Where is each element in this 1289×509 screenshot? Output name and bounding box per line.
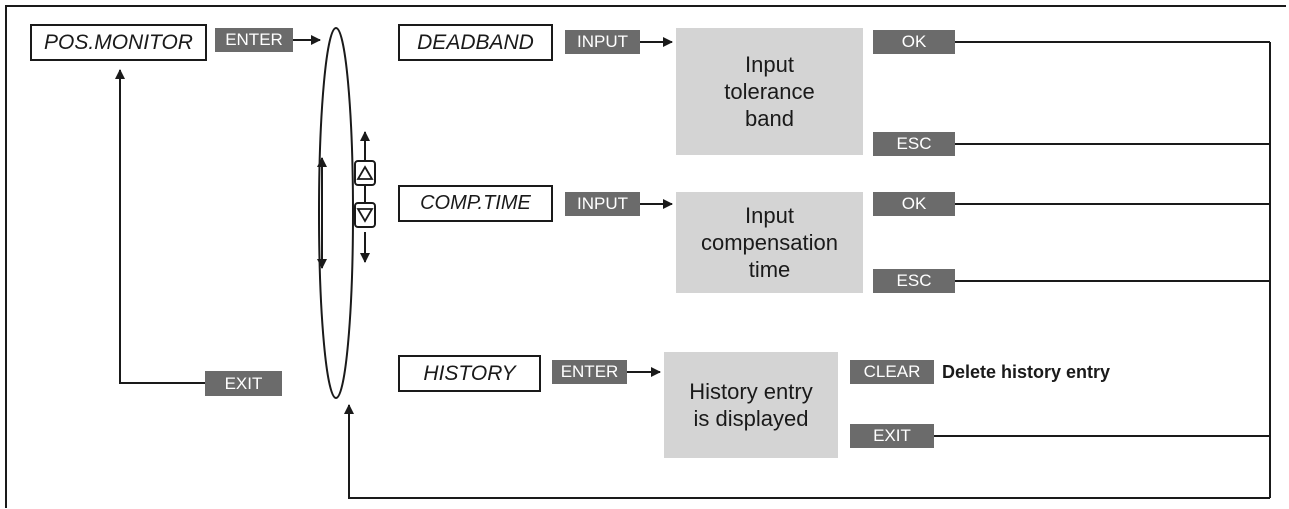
key-input-deadband[interactable]: INPUT xyxy=(565,30,640,54)
deadband-info-line: band xyxy=(745,106,794,131)
deadband-info-line: Input xyxy=(745,52,794,77)
exit-return-line xyxy=(115,69,205,384)
key-exit-left[interactable]: EXIT xyxy=(205,371,282,396)
key-enter-history[interactable]: ENTER xyxy=(552,360,627,384)
deadband-info-line: tolerance xyxy=(724,79,815,104)
comp-time-info-line: compensation xyxy=(701,230,838,255)
deadband-info-box: Input tolerance band xyxy=(676,28,863,155)
comp-time-info-line: time xyxy=(748,257,791,282)
key-ok-comp-time[interactable]: OK xyxy=(873,192,955,216)
menu-history[interactable]: HISTORY xyxy=(398,355,541,392)
history-info-line: History entry xyxy=(689,379,813,404)
clear-history-note: Delete history entry xyxy=(942,362,1111,382)
key-input-comp-time[interactable]: INPUT xyxy=(565,192,640,216)
key-esc-comp-time[interactable]: ESC xyxy=(873,269,955,293)
menu-cycle-ellipse xyxy=(318,27,354,399)
key-enter-pos-monitor[interactable]: ENTER xyxy=(215,28,293,52)
key-clear-history[interactable]: CLEAR xyxy=(850,360,934,384)
comp-time-info-box: Input compensation time xyxy=(676,192,863,293)
menu-comp-time[interactable]: COMP.TIME xyxy=(398,185,553,222)
history-info-box: History entry is displayed xyxy=(664,352,838,458)
key-exit-history[interactable]: EXIT xyxy=(850,424,934,448)
outer-frame xyxy=(5,5,1286,508)
return-bottom-line xyxy=(344,404,1270,499)
history-info-line: is displayed xyxy=(693,406,809,431)
menu-pos-monitor[interactable]: POS.MONITOR xyxy=(30,24,207,61)
down-triangle-icon[interactable] xyxy=(354,202,376,228)
key-ok-deadband[interactable]: OK xyxy=(873,30,955,54)
menu-deadband[interactable]: DEADBAND xyxy=(398,24,553,61)
up-triangle-icon[interactable] xyxy=(354,160,376,186)
comp-time-info-line: Input xyxy=(745,203,794,228)
key-esc-deadband[interactable]: ESC xyxy=(873,132,955,156)
